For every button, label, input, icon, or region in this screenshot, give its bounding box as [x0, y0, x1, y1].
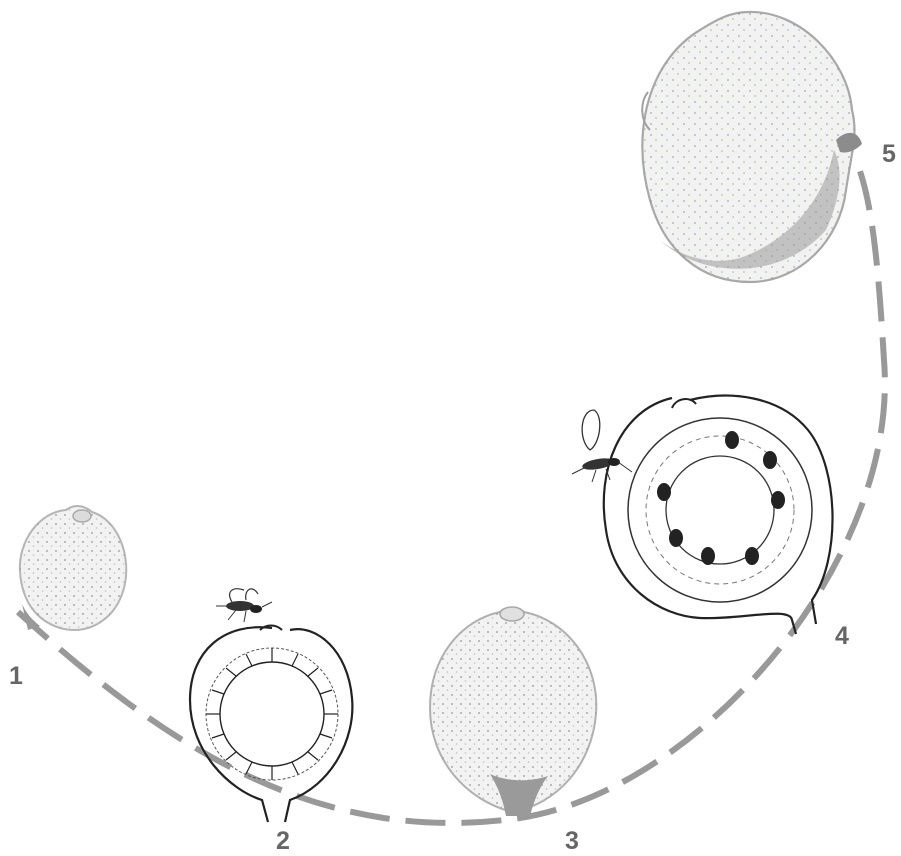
stage-label-5: 5: [882, 142, 896, 167]
stage-label-2: 2: [276, 829, 290, 854]
developing-fig-illustration: [430, 607, 596, 816]
stage-label-4: 4: [835, 624, 849, 649]
fig-section-entering-illustration: [190, 626, 352, 823]
stage-label-1: 1: [9, 664, 23, 689]
ripe-fig-illustration: [642, 12, 862, 282]
stage-label-3: 3: [565, 829, 579, 854]
fig-section-leaving-illustration: [604, 396, 833, 634]
wasp-leaving-icon: [572, 410, 632, 482]
wasp-entering-icon: [216, 589, 272, 622]
young-fig-illustration: [20, 506, 126, 630]
